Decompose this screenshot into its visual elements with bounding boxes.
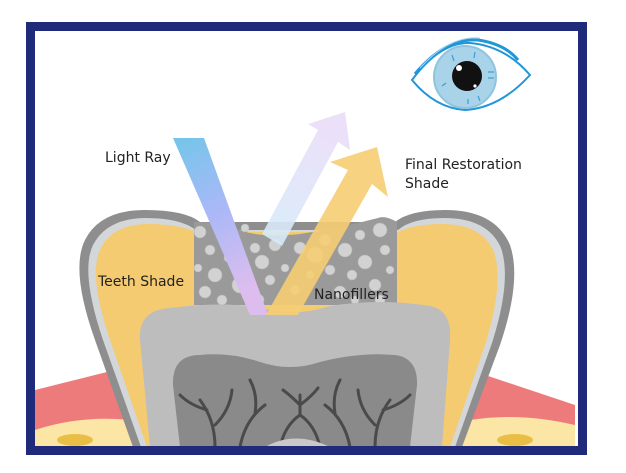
nanofiller-particle [385,265,395,275]
nanofiller-particle [357,254,373,270]
bone-marrow-right [497,434,533,446]
label-nanofillers: Nanofillers [314,287,389,303]
root-canal [265,438,330,447]
nanofiller-particle [193,263,203,273]
nanofiller-particle [204,244,216,256]
label-light-ray: Light Ray [105,150,171,166]
nanofiller-particle [249,242,261,254]
nanofiller-particle [368,278,382,292]
nanofiller-particle [379,244,391,256]
bone-marrow-left [57,434,93,446]
final-shade-arrow [266,147,388,315]
nanofiller-particle [280,263,290,273]
bone-right [462,416,575,447]
nanofiller-particle [346,269,358,281]
reflected-light-arrow [262,112,350,246]
frame-border [26,22,587,455]
eye-icon [410,37,532,112]
label-teeth-shade: Teeth Shade [98,274,185,290]
nanofiller-particle [240,223,250,233]
nanofiller-particle [207,267,223,283]
nanofiller-particle [333,285,347,299]
nanofiller-particle [254,254,270,270]
nanofiller-particle [324,264,336,276]
label-final-restoration-shade: Shade [405,176,449,192]
nanofiller-particle [337,242,353,258]
nanofiller-particle [193,225,207,239]
nanofiller-particle [372,222,388,238]
nanofiller-particle [264,274,276,286]
light-ray-beam [173,138,268,315]
nanofiller-particle [198,285,212,299]
label-final-restoration: Final Restoration [405,157,522,173]
pulp-nerves [178,378,412,447]
nanofiller-particle [216,294,228,306]
nanofiller-particle [354,229,366,241]
